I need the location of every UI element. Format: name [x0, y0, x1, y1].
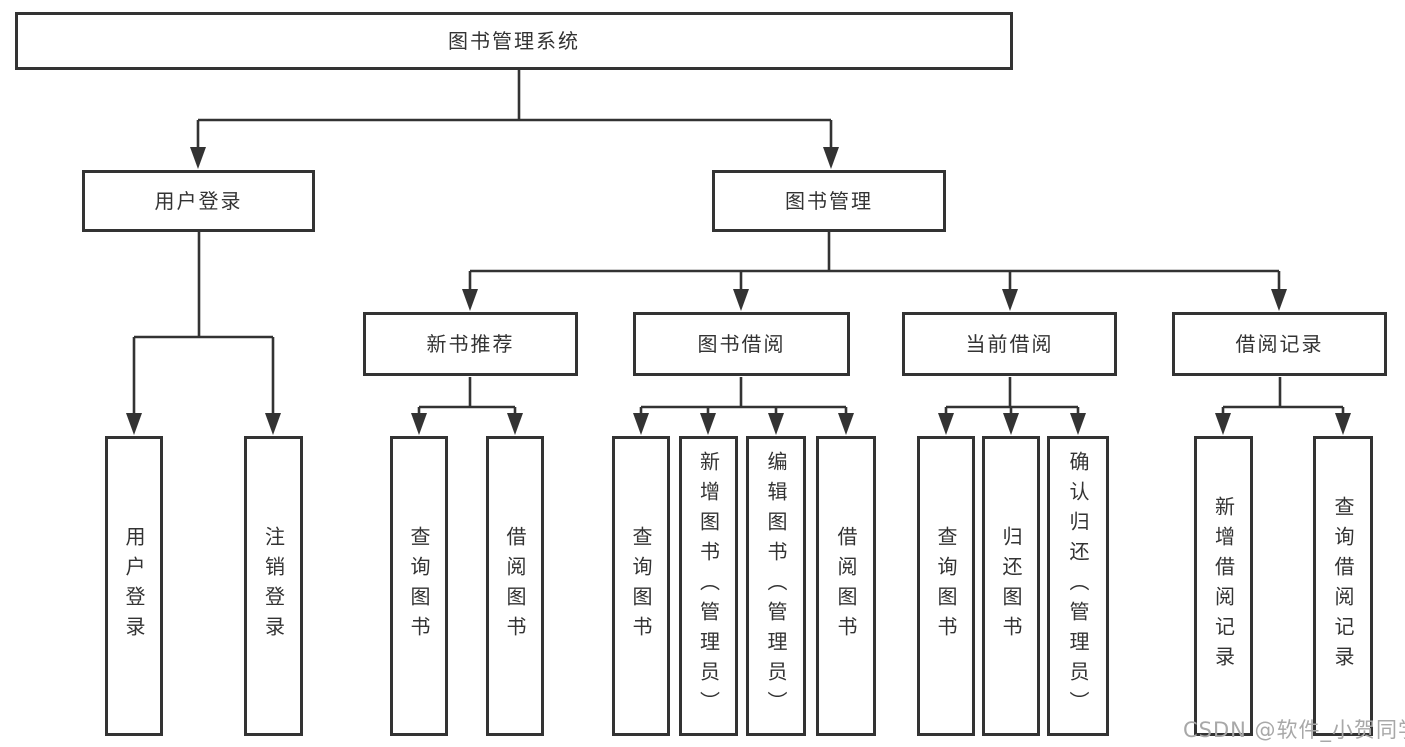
node-current-borrowing: 当前借阅	[902, 312, 1117, 376]
leaf-query-borrow-record-label: 查询借阅记录	[1331, 496, 1355, 676]
node-new-book-recommendation-label: 新书推荐	[426, 332, 515, 356]
node-current-borrowing-label: 当前借阅	[965, 332, 1054, 356]
node-borrowing-records-label: 借阅记录	[1235, 332, 1324, 356]
leaf-query-borrow-record: 查询借阅记录	[1313, 436, 1373, 736]
leaf-add-book-admin-label: 新增图书（管理员）	[696, 451, 721, 721]
node-borrowing-records: 借阅记录	[1172, 312, 1387, 376]
node-book-borrowing: 图书借阅	[633, 312, 850, 376]
leaf-logout-label: 注销登录	[261, 526, 286, 646]
node-book-management-label: 图书管理	[785, 189, 873, 213]
node-user-login: 用户登录	[82, 170, 315, 232]
leaf-query-book-current: 查询图书	[917, 436, 975, 736]
node-new-book-recommendation: 新书推荐	[363, 312, 578, 376]
leaf-return-book-label: 归还图书	[999, 526, 1023, 646]
leaf-query-book-borrow-label: 查询图书	[629, 526, 653, 646]
leaf-user-login: 用户登录	[105, 436, 163, 736]
leaf-user-login-label: 用户登录	[122, 526, 146, 646]
node-book-management: 图书管理	[712, 170, 946, 232]
leaf-query-book-recommend: 查询图书	[390, 436, 448, 736]
leaf-confirm-return-admin-label: 确认归还（管理员）	[1066, 451, 1090, 721]
leaf-borrow-book: 借阅图书	[816, 436, 876, 736]
node-root: 图书管理系统	[15, 12, 1013, 70]
leaf-confirm-return-admin: 确认归还（管理员）	[1047, 436, 1109, 736]
leaf-edit-book-admin: 编辑图书（管理员）	[746, 436, 806, 736]
csdn-watermark: CSDN @软件_小贺同学	[1183, 718, 1405, 742]
node-user-login-label: 用户登录	[154, 189, 243, 213]
leaf-borrow-book-label: 借阅图书	[834, 526, 858, 646]
leaf-edit-book-admin-label: 编辑图书（管理员）	[764, 451, 788, 721]
leaf-add-borrow-record: 新增借阅记录	[1194, 436, 1253, 736]
leaf-logout: 注销登录	[244, 436, 303, 736]
leaf-query-book-recommend-label: 查询图书	[407, 526, 431, 646]
leaf-borrow-book-recommend-label: 借阅图书	[503, 526, 527, 646]
leaf-add-book-admin: 新增图书（管理员）	[679, 436, 738, 736]
leaf-query-book-current-label: 查询图书	[934, 526, 958, 646]
node-book-borrowing-label: 图书借阅	[697, 332, 786, 356]
leaf-add-borrow-record-label: 新增借阅记录	[1211, 496, 1236, 676]
leaf-borrow-book-recommend: 借阅图书	[486, 436, 544, 736]
node-root-label: 图书管理系统	[448, 29, 580, 53]
leaf-return-book: 归还图书	[982, 436, 1040, 736]
leaf-query-book-borrow: 查询图书	[612, 436, 670, 736]
